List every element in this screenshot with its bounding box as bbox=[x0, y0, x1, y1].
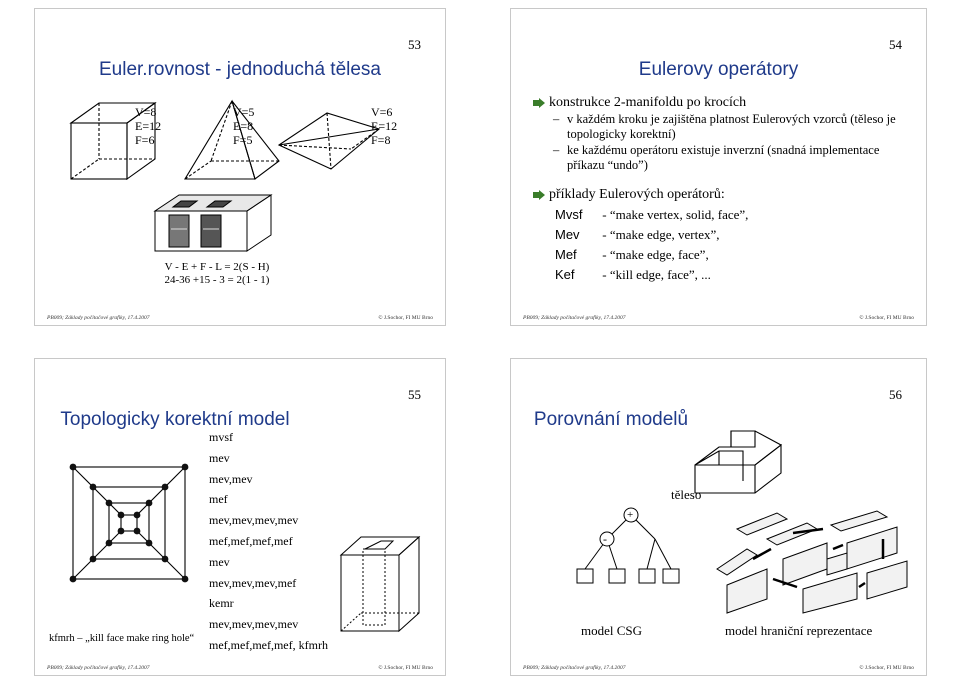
pyramid-counts: V=5 E=8 F=5 bbox=[233, 105, 254, 147]
bullet-construction-text: konstrukce 2-manifoldu po krocích bbox=[549, 95, 747, 110]
footer-left: PB009; Základy počítačové grafiky, 17.4.… bbox=[523, 665, 626, 671]
pyramid-drawing bbox=[184, 99, 280, 180]
step-item: mvsf bbox=[209, 430, 233, 444]
step-item: mev bbox=[209, 554, 230, 569]
operator-desc: - “kill edge, face”, ... bbox=[602, 267, 711, 282]
formula-general: V - E + F - L = 2(S - H) bbox=[164, 261, 270, 273]
operator-row: Mvsf - “make vertex, solid, face”, bbox=[555, 207, 903, 227]
cube-e: E=12 bbox=[135, 119, 162, 133]
sub-bullet-euler-text: v každém kroku je zajištěna platnost Eul… bbox=[567, 112, 896, 141]
box-with-hole-drawing bbox=[339, 535, 421, 633]
solid-label: těleso bbox=[671, 487, 702, 502]
operator-name: Mvsf bbox=[555, 207, 583, 222]
bullet-construction: konstrukce 2-manifoldu po krocích bbox=[533, 95, 903, 111]
euler-formula: V - E + F - L = 2(S - H) 24-36 +15 - 3 =… bbox=[147, 261, 287, 287]
prism-v: V=6 bbox=[371, 105, 393, 119]
footer-right: © J.Sochor, FI MU Brno bbox=[378, 665, 433, 671]
slide-55: 55 Topologicky korektní model kfmrh – „k… bbox=[34, 358, 446, 676]
csg-tree-diagram bbox=[576, 507, 680, 584]
prism-f: F=8 bbox=[371, 133, 391, 147]
pyramid-e: E=8 bbox=[233, 119, 254, 133]
operator-desc: - “make edge, vertex”, bbox=[602, 227, 720, 242]
slide-number: 56 bbox=[889, 387, 902, 402]
slide-title: Topologicky korektní model bbox=[60, 409, 290, 430]
step-item: mev,mev,mev,mev bbox=[209, 513, 299, 528]
dash-marker: – bbox=[553, 143, 560, 157]
bipyramid-drawing bbox=[277, 112, 381, 170]
sub-bullet-euler: – v každém kroku je zajištěna platnost E… bbox=[533, 112, 903, 142]
slide-number: 54 bbox=[889, 37, 902, 52]
operator-desc: - “make vertex, solid, face”, bbox=[602, 207, 749, 222]
operator-row: Mef - “make edge, face”, bbox=[555, 247, 903, 267]
step-item: kemr bbox=[209, 596, 234, 611]
pyramid-f: F=5 bbox=[233, 133, 253, 147]
slide-number: 55 bbox=[408, 387, 421, 402]
slide-54: 54 Eulerovy operátory konstrukce 2-manif… bbox=[510, 8, 927, 326]
block-with-holes-drawing bbox=[153, 194, 273, 252]
operator-row: Kef - “kill edge, face”, ... bbox=[555, 267, 903, 287]
slide-title: Porovnání modelů bbox=[533, 409, 689, 430]
footer-right: © J.Sochor, FI MU Brno bbox=[859, 665, 914, 671]
step-item: mev,mev,mev,mev bbox=[209, 617, 299, 632]
slide-title: Eulerovy operátory bbox=[638, 59, 799, 80]
operators-content: konstrukce 2-manifoldu po krocích – v ka… bbox=[533, 95, 903, 287]
slide-56: 56 Porovnání modelů těleso + - bbox=[510, 358, 927, 676]
slide-number: 53 bbox=[408, 37, 421, 52]
step-item: mef,mef,mef,mef bbox=[209, 533, 293, 548]
operator-name: Mev bbox=[555, 227, 580, 242]
footer-right: © J.Sochor, FI MU Brno bbox=[859, 315, 914, 321]
cube-counts: V=8 E=12 F=6 bbox=[135, 105, 161, 147]
operator-name: Mef bbox=[555, 247, 577, 262]
csg-label: model CSG bbox=[581, 623, 643, 638]
brep-exploded-diagram bbox=[716, 510, 908, 614]
prism-counts: V=6 E=12 F=8 bbox=[371, 105, 397, 147]
slide-title: Euler.rovnost - jednoduchá tělesa bbox=[98, 59, 381, 80]
sub-bullet-inverse-text: ke každému operátoru existuje inverzní (… bbox=[567, 143, 880, 172]
cube-v: V=8 bbox=[135, 105, 157, 119]
footer-left: PB009; Základy počítačové grafiky, 17.4.… bbox=[47, 315, 150, 321]
operator-row: Mev - “make edge, vertex”, bbox=[555, 227, 903, 247]
dash-marker: – bbox=[553, 112, 560, 126]
operator-name: Kef bbox=[555, 267, 575, 282]
footer-left: PB009; Základy počítačové grafiky, 17.4.… bbox=[523, 315, 626, 321]
operator-list: Mvsf - “make vertex, solid, face”, Mev -… bbox=[533, 207, 903, 287]
footer-left: PB009; Základy počítačové grafiky, 17.4.… bbox=[47, 665, 150, 671]
kfmrh-caption: kfmrh – „kill face make ring hole“ bbox=[49, 633, 195, 644]
step-item: mef,mef,mef,mef, kfmrh bbox=[209, 637, 328, 652]
operator-desc: - “make edge, face”, bbox=[602, 247, 709, 262]
sub-bullet-inverse: – ke každému operátoru existuje inverzní… bbox=[533, 143, 903, 173]
arrow-bullet-icon bbox=[533, 98, 545, 108]
step-item: mev,mev bbox=[209, 471, 253, 486]
formula-example: 24-36 +15 - 3 = 2(1 - 1) bbox=[164, 274, 270, 286]
footer-right: © J.Sochor, FI MU Brno bbox=[378, 315, 433, 321]
bullet-examples: příklady Eulerových operátorů: bbox=[533, 187, 903, 203]
brep-label: model hraniční reprezentace bbox=[725, 623, 873, 638]
cube-drawing bbox=[69, 101, 157, 181]
slide-53: 53 Euler.rovnost - jednoduchá tělesa V=8… bbox=[34, 8, 446, 326]
operator-steps: mvsf mev mev,mev mef mev,mev,mev,mev mef… bbox=[209, 427, 328, 656]
pyramid-v: V=5 bbox=[233, 105, 255, 119]
step-item: mef bbox=[209, 492, 228, 507]
solid-object-drawing bbox=[694, 430, 783, 494]
bullet-examples-text: příklady Eulerových operátorů: bbox=[549, 187, 725, 202]
step-item: mev bbox=[209, 450, 230, 465]
prism-e: E=12 bbox=[371, 119, 398, 133]
csg-plus-label: + bbox=[627, 509, 634, 521]
csg-minus-label: - bbox=[603, 532, 607, 546]
arrow-bullet-icon bbox=[533, 190, 545, 200]
cube-f: F=6 bbox=[135, 133, 155, 147]
step-item: mev,mev,mev,mef bbox=[209, 575, 297, 590]
nested-squares-graph bbox=[69, 463, 189, 583]
